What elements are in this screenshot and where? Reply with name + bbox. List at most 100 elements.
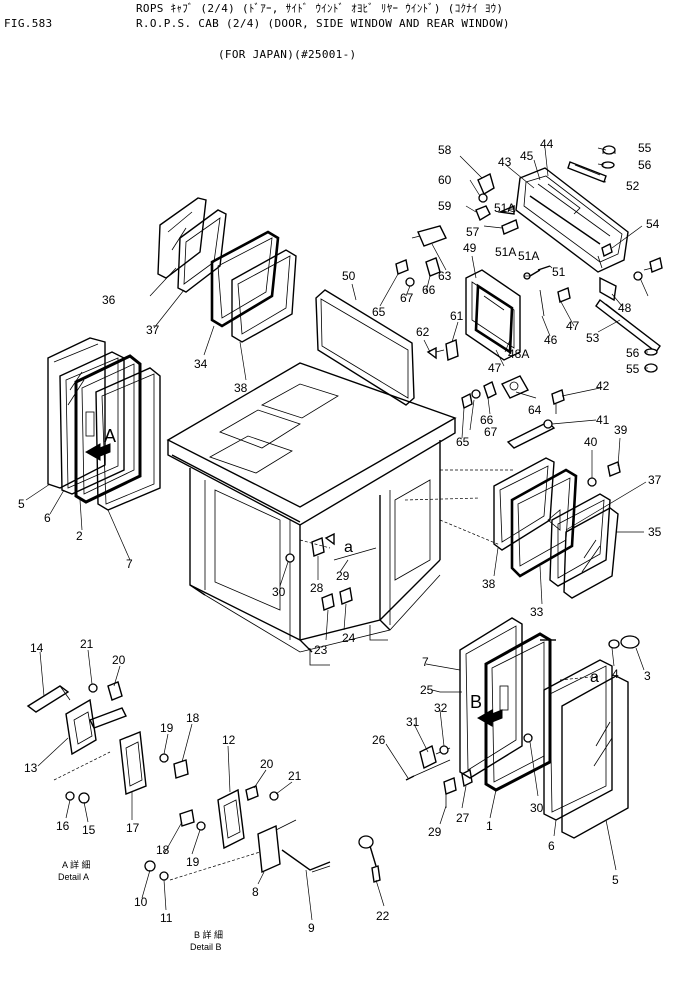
callout-51A-upper: 51A: [494, 201, 515, 215]
callout-labels: 55 56 52 44 45 43 58 60 59 51A 57 54 49 …: [18, 137, 662, 935]
callout-26: 26: [372, 733, 386, 747]
callout-25: 25: [420, 683, 434, 697]
callout-19-a: 19: [160, 721, 174, 735]
callout-45: 45: [520, 149, 534, 163]
callout-29-center: 29: [336, 569, 350, 583]
callout-36: 36: [102, 293, 116, 307]
callout-6-right: 6: [548, 839, 555, 853]
callout-56: 54: [646, 217, 660, 231]
callout-69-upper: 67: [400, 291, 414, 305]
callout-16: 16: [56, 819, 70, 833]
callout-62: 60: [438, 173, 452, 187]
ref-a-right: a: [590, 669, 599, 686]
callout-32: 32: [434, 701, 448, 715]
callout-18-a: 18: [186, 711, 200, 725]
callout-53: 51A: [495, 245, 516, 259]
right-side-window-assembly: [493, 457, 619, 599]
callout-67-upper: 65: [372, 305, 386, 319]
callout-35: 35: [648, 525, 662, 539]
applicability-subtitle: (FOR JAPAN)(#25001-): [218, 48, 357, 61]
callout-22: 22: [376, 909, 390, 923]
hardware-center: [285, 532, 377, 611]
leader-lines: [25, 147, 649, 921]
callout-46: 46: [544, 333, 558, 347]
left-door-assembly: [47, 337, 161, 511]
callout-2: 2: [76, 529, 83, 543]
callout-21-a: 21: [80, 637, 94, 651]
callout-54: 52: [626, 179, 640, 193]
callout-10: 10: [134, 895, 148, 909]
callout-64: 62: [416, 325, 430, 339]
figure-number: FIG.583: [4, 17, 53, 30]
callout-48A: 48: [618, 301, 632, 315]
detail-a-caption-en: Detail A: [58, 872, 89, 882]
callout-5-left: 5: [18, 497, 25, 511]
callout-6-left: 6: [44, 511, 51, 525]
callout-59: 57: [466, 225, 480, 239]
callout-17: 17: [126, 821, 140, 835]
callout-37-left: 37: [146, 323, 160, 337]
callout-58-lower: 56: [626, 346, 640, 360]
rear-window-glass: [315, 289, 415, 406]
callout-63: 61: [450, 309, 464, 323]
detail-b-caption-en: Detail B: [190, 942, 222, 952]
callout-3: 3: [644, 669, 651, 683]
callout-57-top: 55: [638, 141, 652, 155]
callout-41: 41: [596, 413, 610, 427]
callout-39: 39: [614, 423, 628, 437]
callout-13: 13: [24, 761, 38, 775]
callout-68-lower: 66: [480, 413, 494, 427]
callout-5-right: 5: [612, 873, 619, 887]
callout-12: 12: [222, 733, 236, 747]
callout-66: 64: [528, 403, 542, 417]
ref-a-center: a: [344, 539, 353, 556]
detail-b-door-lock: [144, 785, 381, 883]
callout-24: 24: [342, 631, 356, 645]
callout-43: 43: [498, 155, 512, 169]
callout-30-right: 30: [530, 801, 544, 815]
detail-b-caption-jp: B 詳 細: [194, 929, 223, 940]
callout-60: 58: [438, 143, 452, 157]
callout-15: 15: [82, 823, 96, 837]
callout-67-lower: 65: [456, 435, 470, 449]
callout-11: 11: [160, 911, 173, 925]
callout-38-left: 38: [234, 381, 248, 395]
callout-55: 53: [586, 331, 600, 345]
callout-69-lower: 67: [484, 425, 498, 439]
callout-8: 8: [252, 885, 259, 899]
callout-29-right: 29: [428, 825, 442, 839]
callout-21-b: 21: [288, 769, 302, 783]
left-side-window-assembly: [157, 197, 297, 343]
callout-33: 33: [530, 605, 544, 619]
callout-20-b: 20: [260, 757, 274, 771]
callout-1: 1: [486, 819, 493, 833]
view-arrow-b-label: B: [470, 692, 482, 712]
callout-57-lower: 55: [626, 362, 640, 376]
callout-52: 51: [552, 265, 566, 279]
callout-61: 59: [438, 199, 452, 213]
callout-47: 47: [566, 319, 580, 333]
detail-a-door-latch: [26, 681, 189, 804]
callout-58-top: 56: [638, 158, 652, 172]
callout-49: 48A: [508, 347, 529, 361]
callout-14: 14: [30, 641, 44, 655]
callout-40: 40: [584, 435, 598, 449]
callout-4: 4: [612, 667, 619, 681]
part-catalog-title-en: R.O.P.S. CAB (2/4) (DOOR, SIDE WINDOW AN…: [136, 17, 510, 30]
callout-48: 47: [488, 361, 502, 375]
callout-20-a: 20: [112, 653, 126, 667]
rear-upper-sliding-window: [465, 161, 661, 361]
cab-body: [166, 362, 515, 666]
callout-9: 9: [308, 921, 315, 935]
view-arrow-a-label: A: [104, 426, 116, 446]
callout-37-right: 37: [648, 473, 662, 487]
callout-50: 49: [463, 241, 477, 255]
callout-30-center: 30: [272, 585, 286, 599]
callout-51A-lower: 51A: [518, 249, 539, 263]
hardware-upper: [395, 145, 663, 487]
callout-31: 31: [406, 715, 420, 729]
callout-34: 34: [194, 357, 208, 371]
callout-44: 44: [540, 137, 554, 151]
callout-68-upper: 66: [422, 283, 436, 297]
